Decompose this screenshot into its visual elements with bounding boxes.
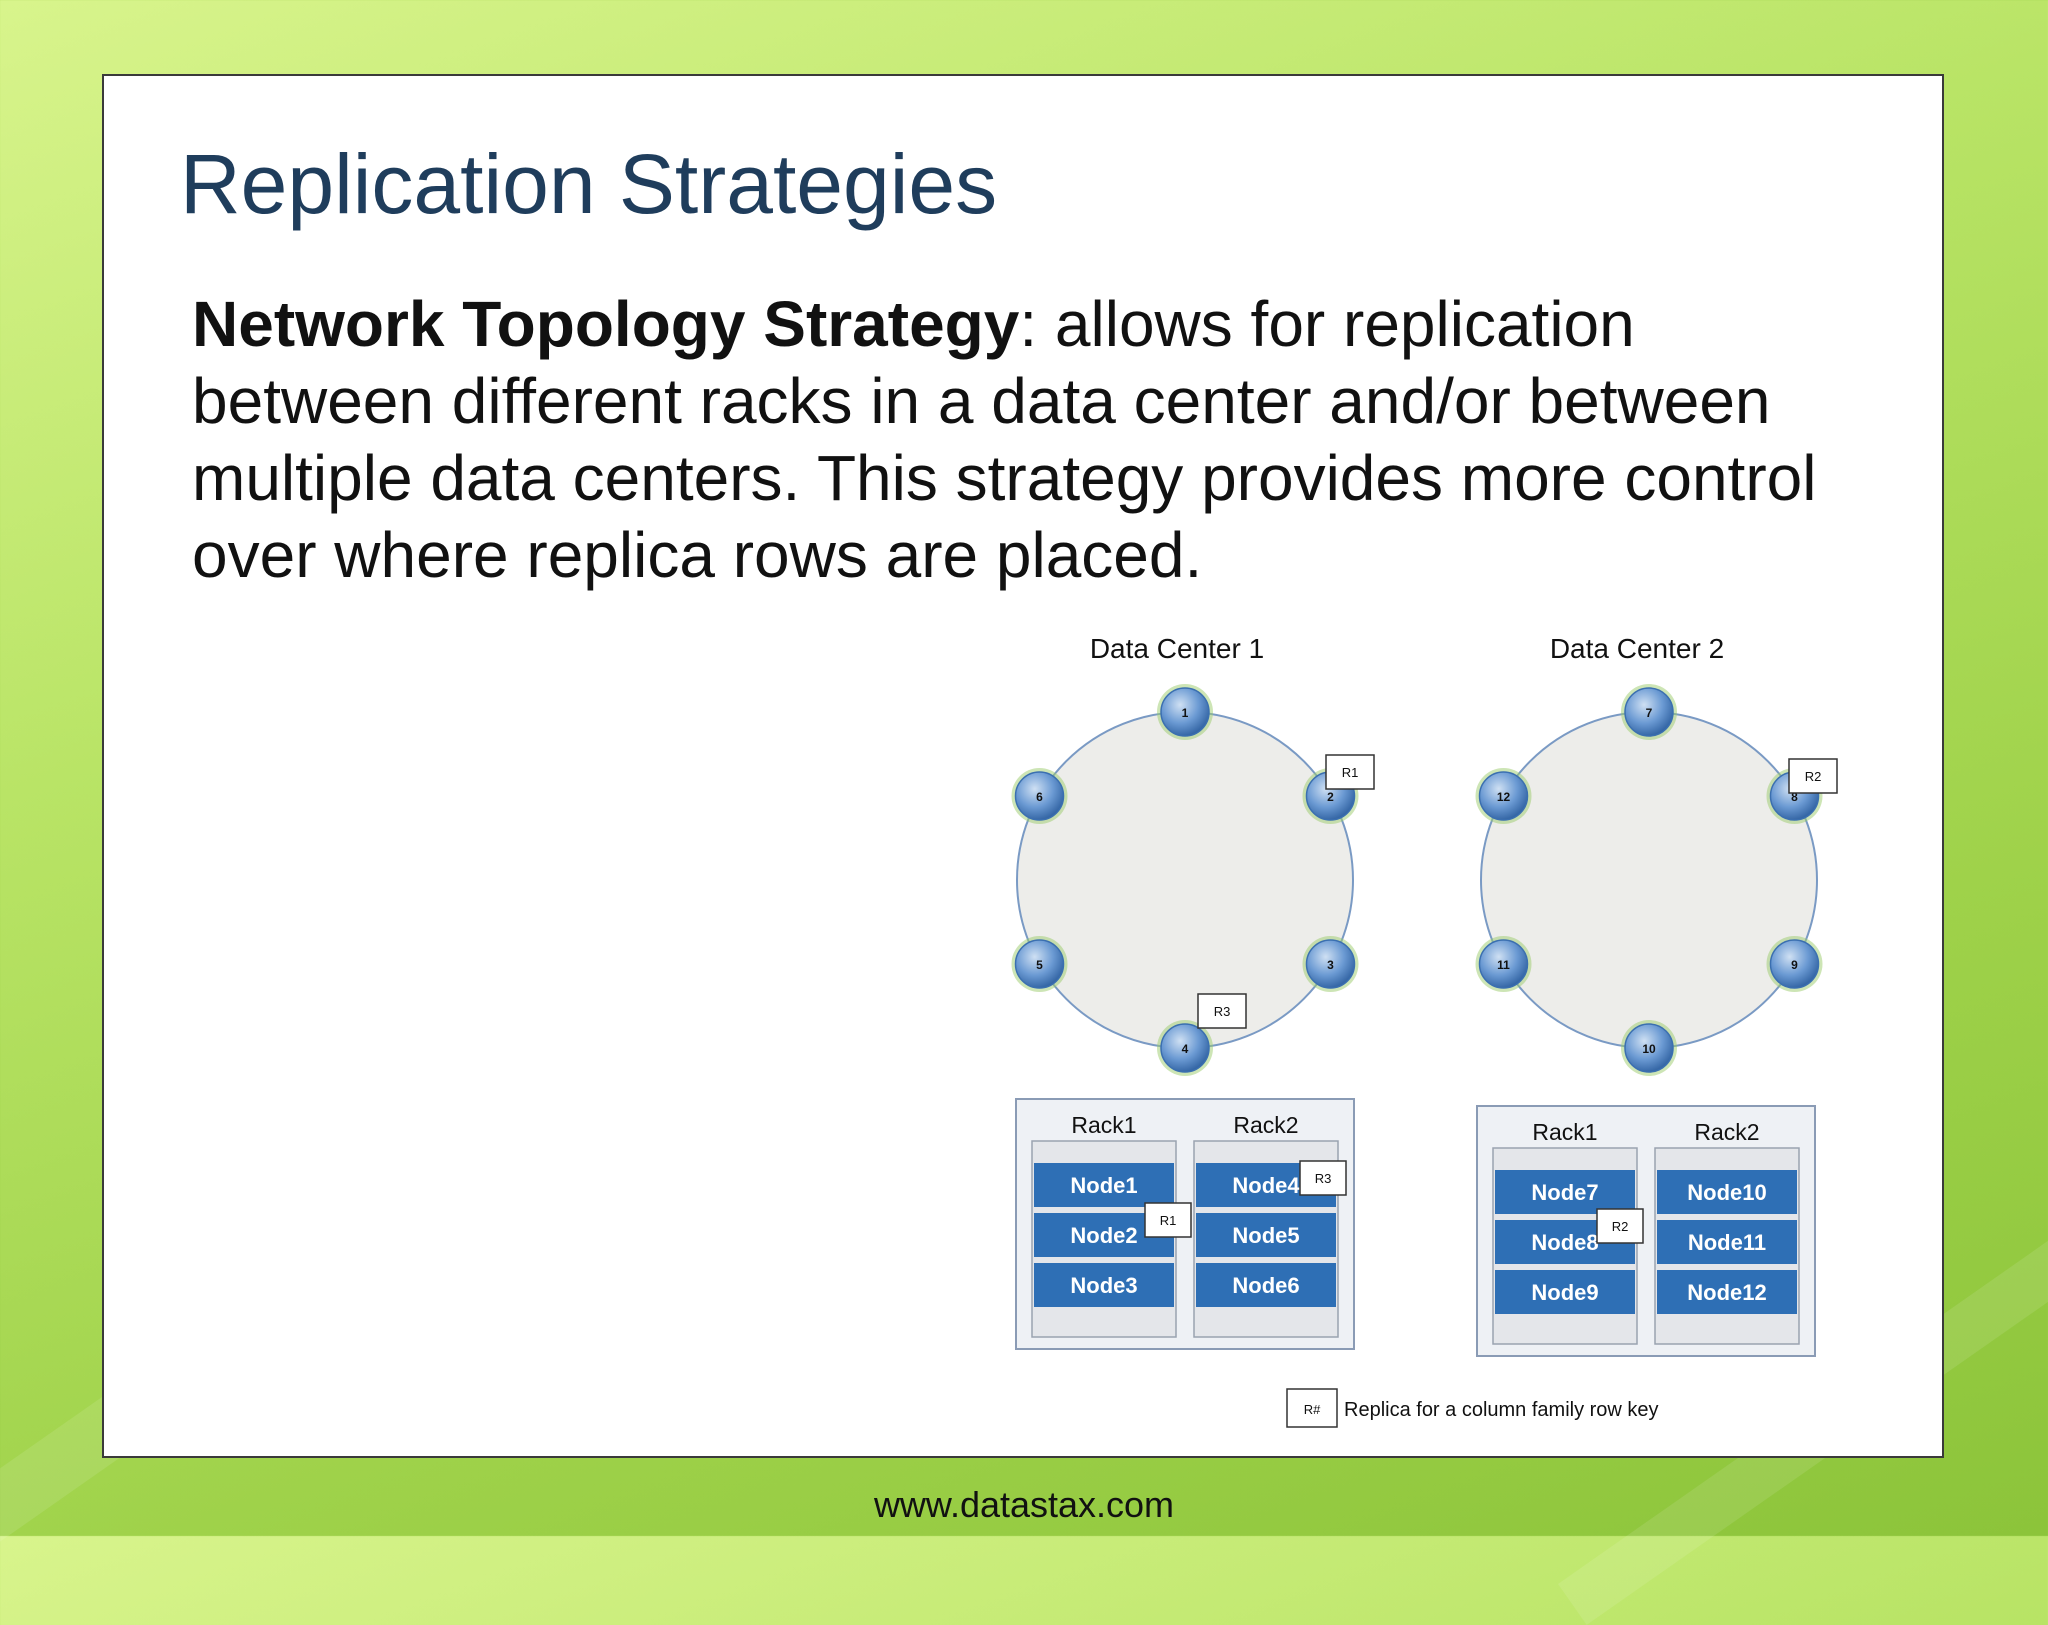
footer-url: www.datastax.com <box>873 1484 1175 1525</box>
rack-node-label: Node11 <box>1688 1230 1766 1255</box>
dc-label: Data Center 2 <box>1550 633 1724 664</box>
ring-node <box>1014 771 1065 821</box>
ring-node <box>1160 687 1210 737</box>
page-title: Replication Strategies <box>180 137 998 231</box>
rack-node <box>1034 1163 1174 1207</box>
legend-text: Replica for a column family row key <box>1344 1399 1659 1421</box>
ring-node <box>1160 1023 1210 1073</box>
rack-node-label: Node9 <box>1531 1280 1598 1305</box>
ring-node-label: 1 <box>1182 706 1189 720</box>
rack-node <box>1196 1263 1336 1307</box>
rack-node <box>1657 1170 1797 1214</box>
ring-node-label: 6 <box>1036 790 1043 804</box>
rack-replica-tag <box>1144 1202 1192 1238</box>
ring-node-label: 2 <box>1327 790 1334 804</box>
rack-replica-tag <box>1596 1208 1644 1244</box>
strategy-colon: : <box>1019 288 1038 360</box>
rack-node <box>1495 1170 1635 1214</box>
replica-tag <box>1197 993 1247 1029</box>
ring-node <box>1014 939 1065 989</box>
rack-replica-tag-label: R2 <box>1612 1219 1629 1234</box>
rack-node-label: Node4 <box>1232 1173 1300 1198</box>
rack-node <box>1657 1220 1797 1264</box>
ring-node-label: 12 <box>1497 790 1511 804</box>
dc-label: Data Center 1 <box>1090 633 1264 664</box>
ring <box>1016 711 1354 1049</box>
rack-node-label: Node6 <box>1232 1273 1299 1298</box>
replication-diagram: Data Center 1123456R1R3Rack1Node1Node2No… <box>1011 633 1838 1428</box>
replica-tag <box>1788 758 1838 794</box>
replica-tag-label: R2 <box>1805 769 1822 784</box>
replica-tag-label: R3 <box>1214 1004 1231 1019</box>
legend-tag-label: R# <box>1304 1402 1321 1417</box>
rack-replica-tag-label: R1 <box>1160 1213 1177 1228</box>
rack-node-label: Node8 <box>1531 1230 1598 1255</box>
rack-node <box>1196 1213 1336 1257</box>
replica-tag <box>1325 754 1375 790</box>
rack-node <box>1495 1270 1635 1314</box>
ring-node-label: 9 <box>1791 958 1798 972</box>
rack-node <box>1657 1270 1797 1314</box>
ring-node <box>1478 939 1529 989</box>
ring-node-label: 5 <box>1036 958 1043 972</box>
ring-node-label: 7 <box>1646 706 1653 720</box>
rack-node-label: Node2 <box>1070 1223 1137 1248</box>
rack-node-label: Node10 <box>1687 1180 1766 1205</box>
rack-node-label: Node5 <box>1232 1223 1299 1248</box>
ring-node <box>1478 771 1529 821</box>
ring-node-label: 8 <box>1791 790 1798 804</box>
strategy-description: allows for replication between different… <box>192 288 1817 591</box>
ring-node <box>1624 687 1674 737</box>
rack-node-label: Node12 <box>1687 1280 1766 1305</box>
body-paragraph: Network Topology Strategy: allows for re… <box>192 286 1892 594</box>
rack-label: Rack1 <box>1532 1119 1597 1145</box>
rack-node <box>1034 1263 1174 1307</box>
rack-node-label: Node7 <box>1531 1180 1598 1205</box>
rack-label: Rack2 <box>1694 1119 1759 1145</box>
rack-node-label: Node3 <box>1070 1273 1137 1298</box>
ring-node-label: 3 <box>1327 958 1334 972</box>
rack-label: Rack1 <box>1071 1112 1136 1138</box>
rack-label: Rack2 <box>1233 1112 1298 1138</box>
strategy-name: Network Topology Strategy <box>192 288 1020 360</box>
rack-replica-tag-label: R3 <box>1315 1171 1332 1186</box>
replica-tag-label: R1 <box>1342 765 1359 780</box>
ring <box>1480 711 1818 1049</box>
ring-node-label: 11 <box>1497 958 1510 972</box>
ring-node <box>1305 939 1356 989</box>
rack-replica-tag <box>1299 1160 1347 1196</box>
ring-node <box>1769 939 1820 989</box>
slide: Replication Strategies Network Topology … <box>102 74 1944 1458</box>
ring-node <box>1624 1023 1674 1073</box>
rack-node-label: Node1 <box>1070 1173 1137 1198</box>
ring-node-label: 4 <box>1182 1042 1189 1056</box>
legend-tag-box <box>1286 1388 1338 1428</box>
ring-node-label: 10 <box>1642 1042 1656 1056</box>
